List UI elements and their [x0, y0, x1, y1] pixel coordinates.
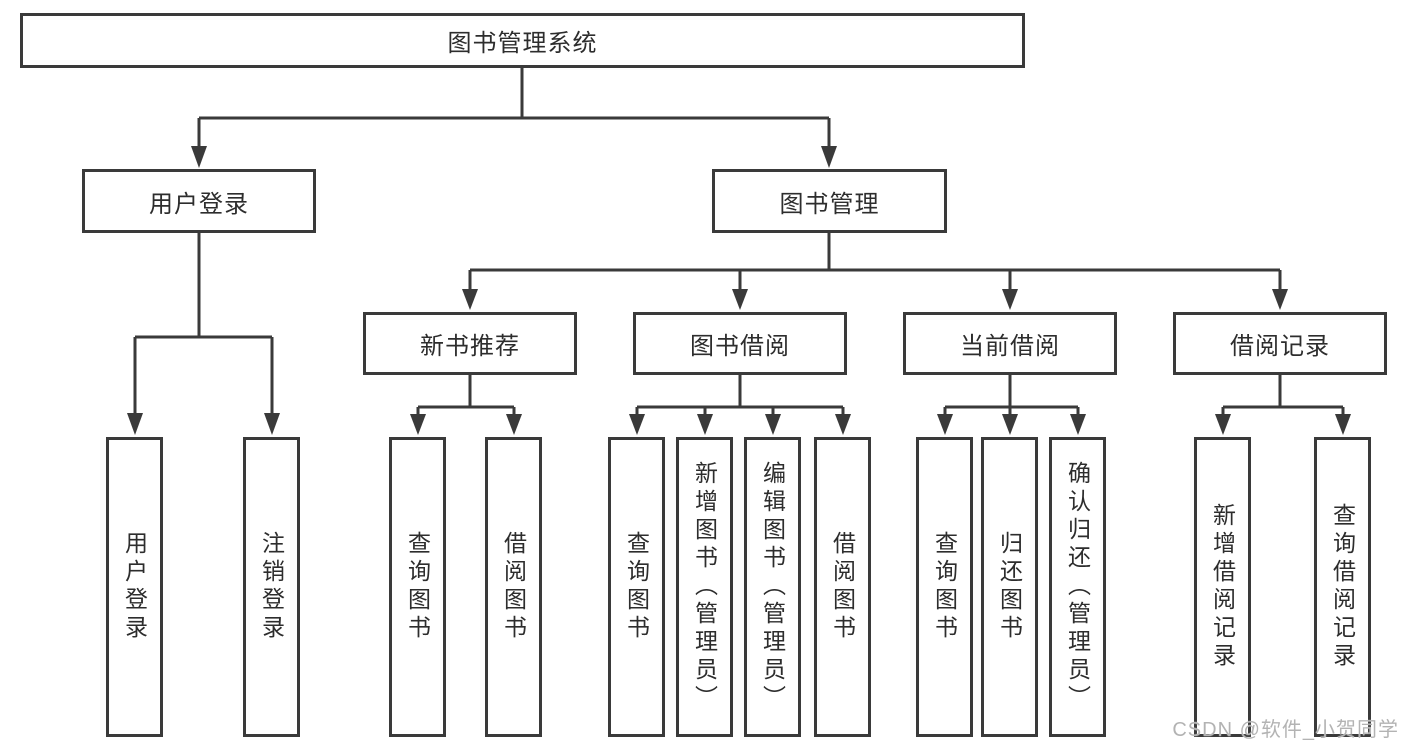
node-leaf-query-borrow-record: 查询借阅记录 — [1314, 437, 1371, 737]
node-new-book-recommend: 新书推荐 — [363, 312, 577, 375]
node-book-borrow: 图书借阅 — [633, 312, 847, 375]
node-user-login: 用户登录 — [82, 169, 316, 233]
node-label: 编辑图书（管理员） — [759, 461, 786, 713]
node-leaf-borrow-books-recommend: 借阅图书 — [485, 437, 542, 737]
arrowhead-icons — [127, 146, 1351, 435]
node-label: 借阅图书 — [829, 531, 856, 643]
node-label: 查询借阅记录 — [1329, 503, 1356, 671]
node-leaf-edit-books-admin: 编辑图书（管理员） — [744, 437, 801, 737]
node-label: 用户登录 — [121, 531, 148, 643]
node-leaf-logout: 注销登录 — [243, 437, 300, 737]
node-system-root: 图书管理系统 — [20, 13, 1025, 68]
node-label: 图书管理 — [779, 190, 880, 218]
node-label: 查询图书 — [404, 531, 431, 643]
csdn-watermark: CSDN @软件_小贺同学 — [1172, 719, 1399, 741]
node-label: 新增图书（管理员） — [691, 461, 718, 713]
node-book-management: 图书管理 — [712, 169, 947, 233]
node-leaf-borrow-books: 借阅图书 — [814, 437, 871, 737]
node-label: 注销登录 — [258, 531, 285, 643]
node-current-borrow: 当前借阅 — [903, 312, 1117, 375]
node-label: 图书借阅 — [690, 333, 790, 360]
node-label: 新书推荐 — [420, 333, 520, 360]
node-label: 查询图书 — [623, 531, 650, 643]
node-label: 查询图书 — [931, 531, 958, 643]
node-label: 图书管理系统 — [447, 30, 598, 57]
node-label: 用户登录 — [149, 190, 249, 218]
node-borrow-records: 借阅记录 — [1173, 312, 1387, 375]
node-leaf-user-login: 用户登录 — [106, 437, 163, 737]
node-label: 新增借阅记录 — [1209, 503, 1236, 671]
node-label: 借阅图书 — [500, 531, 527, 643]
node-label: 当前借阅 — [960, 333, 1060, 360]
node-leaf-add-borrow-record: 新增借阅记录 — [1194, 437, 1251, 737]
node-leaf-add-books-admin: 新增图书（管理员） — [676, 437, 733, 737]
node-leaf-query-books-borrow: 查询图书 — [608, 437, 665, 737]
node-leaf-return-books: 归还图书 — [981, 437, 1038, 737]
node-leaf-query-books-recommend: 查询图书 — [389, 437, 446, 737]
node-label: 借阅记录 — [1230, 333, 1330, 360]
node-leaf-query-books-current: 查询图书 — [916, 437, 973, 737]
node-leaf-confirm-return-admin: 确认归还（管理员） — [1049, 437, 1106, 737]
node-label: 确认归还（管理员） — [1064, 461, 1091, 713]
node-label: 归还图书 — [996, 531, 1023, 643]
